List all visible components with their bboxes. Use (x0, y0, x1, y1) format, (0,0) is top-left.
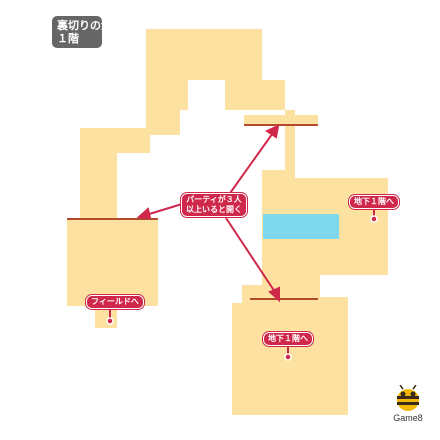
doors (67, 124, 318, 300)
map-title: 裏切りの洞窟 １階 (52, 16, 123, 48)
arrowhead-upper (264, 124, 280, 139)
arrowhead-left (136, 207, 152, 220)
field-exit-label: フィールドへ (86, 295, 144, 309)
arrow-to-lower-door (225, 217, 278, 296)
arrow-to-upper-door (227, 129, 276, 197)
bee-icon (397, 384, 419, 411)
marker-dots (106, 208, 378, 361)
marker-b1-right (370, 215, 378, 223)
logo-text: Game8 (393, 413, 423, 423)
arrow-to-left-door (145, 203, 183, 216)
b1-right-label: 地下１階へ (349, 195, 399, 209)
marker-b1-bottom (284, 353, 292, 361)
game8-logo: Game8 (388, 384, 428, 427)
b1-bottom-label: 地下１階へ (263, 332, 313, 346)
map-title-line1: 裏切りの洞窟 (57, 19, 123, 32)
marker-field-exit (106, 317, 114, 325)
party-door-label: パーティが３人 以上いると開く (181, 193, 247, 217)
arrowhead-lower (268, 286, 280, 303)
map-title-line2: １階 (57, 32, 79, 45)
water-pool (263, 214, 339, 239)
pointer-arrows (136, 124, 280, 303)
